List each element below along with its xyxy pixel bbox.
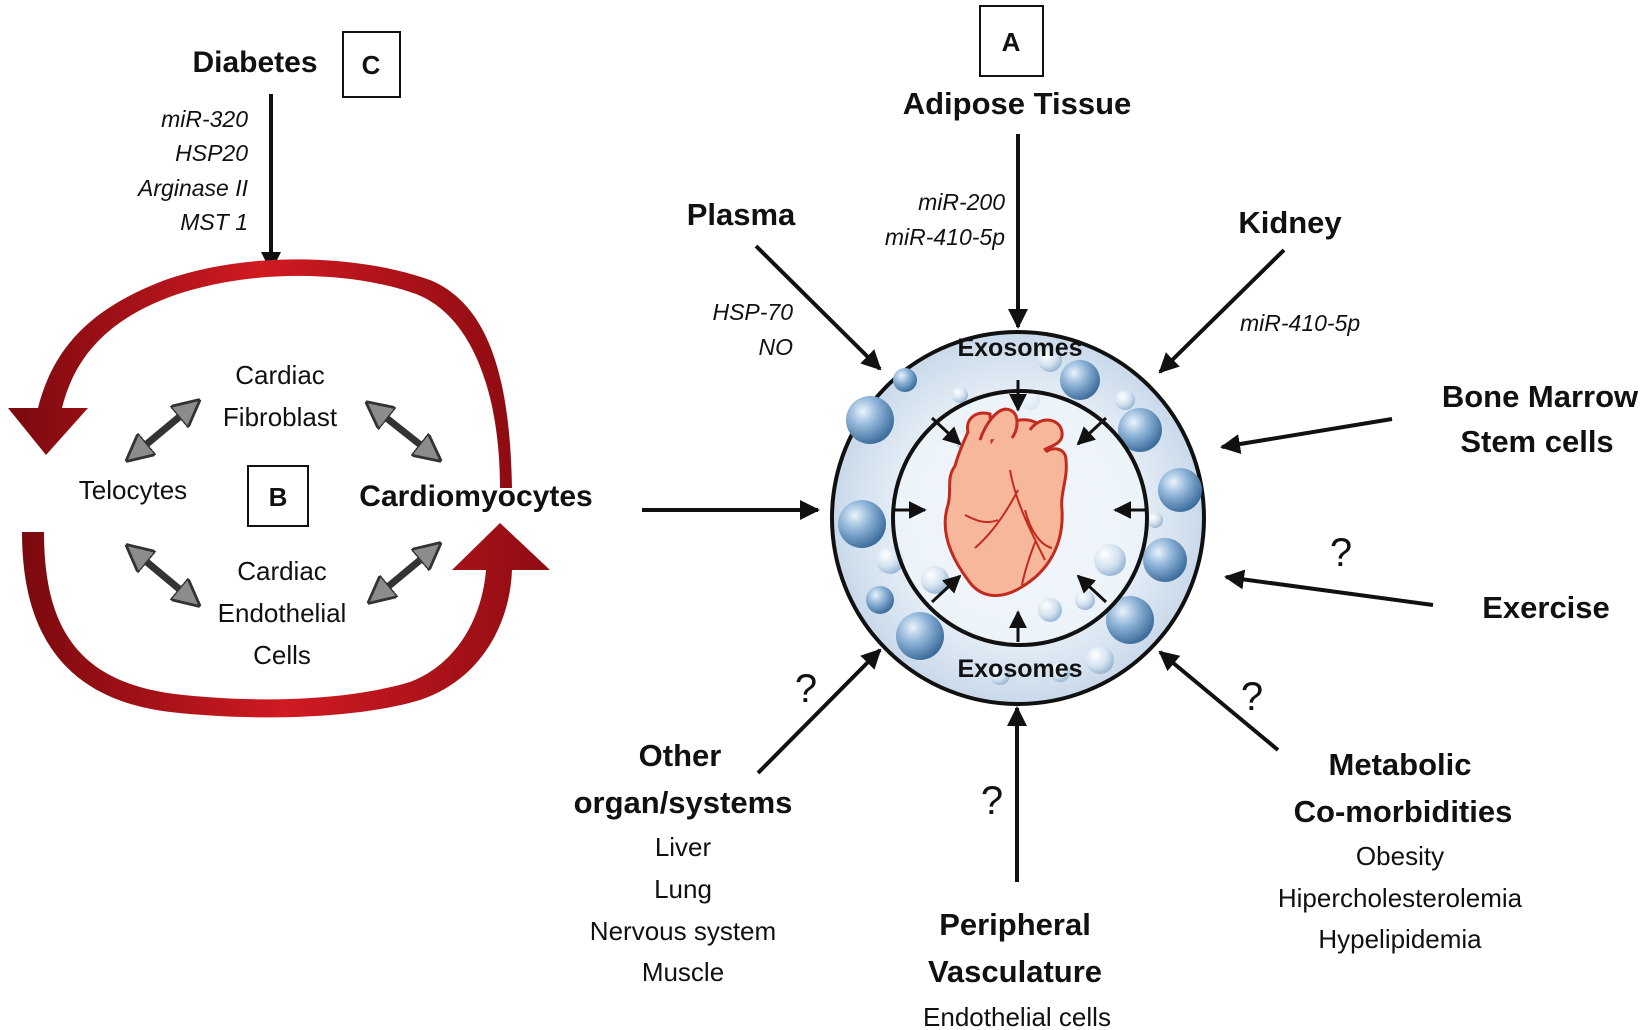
plasma-factor: HSP-70 <box>712 299 793 325</box>
endothelial-label: Endothelial <box>218 598 347 628</box>
exercise-label: Exercise <box>1482 590 1610 625</box>
exosomes-top-label: Exosomes <box>957 334 1082 362</box>
fibroblast-label: Fibroblast <box>223 402 338 432</box>
cardiomyocytes-label: Cardiomyocytes <box>359 480 592 513</box>
exosome-vesicles <box>838 348 1202 685</box>
diabetes-factor: MST 1 <box>180 209 248 235</box>
diabetes-factor: Arginase II <box>136 175 249 201</box>
metabolic-question-mark: ? <box>1241 675 1263 719</box>
adipose-tissue-label: Adipose Tissue <box>903 86 1132 121</box>
other-systems-item: Muscle <box>642 957 724 987</box>
panel-c-label: C <box>362 50 381 80</box>
metabolic-item: Obesity <box>1356 841 1444 871</box>
peripheral-question-mark: ? <box>981 779 1003 823</box>
exosomes-bottom-label: Exosomes <box>957 655 1082 683</box>
inner-arrows <box>892 380 1148 642</box>
exercise-arrow <box>1224 569 1434 607</box>
exercise-question-mark: ? <box>1330 531 1352 575</box>
diabetes-factor: HSP20 <box>175 140 248 166</box>
double-arrow-fibroblast-cardiomyocytes <box>370 405 437 458</box>
panel-a-box <box>979 5 1044 77</box>
peripheral-label: Vasculature <box>928 954 1102 989</box>
kidney-arrow <box>1158 248 1286 374</box>
diabetes-label: Diabetes <box>192 46 317 79</box>
red-cycle-arrow-bottom <box>22 523 550 718</box>
plasma-arrow <box>754 244 882 371</box>
metabolic-item: Hypelipidemia <box>1318 924 1482 954</box>
other-systems-item: Lung <box>654 874 712 904</box>
metabolic-arrow <box>1158 650 1280 752</box>
endothelial-label: Cardiac <box>237 556 327 586</box>
double-arrow-telocytes-endothelial <box>130 548 196 603</box>
panel-c-box <box>342 31 401 98</box>
metabolic-label: Metabolic <box>1329 747 1472 782</box>
telocytes-label: Telocytes <box>79 475 187 505</box>
double-arrow-endothelial-cardiomyocytes <box>372 546 437 600</box>
peripheral-label: Peripheral <box>939 907 1091 942</box>
bone-marrow-arrow <box>1220 417 1393 454</box>
other-systems-item: Nervous system <box>590 916 776 946</box>
heart-illustration <box>943 407 1068 598</box>
double-arrow-telocytes-fibroblast <box>130 403 196 458</box>
diabetes-factor: miR-320 <box>161 106 248 132</box>
plasma-label: Plasma <box>687 197 796 232</box>
metabolic-item: Hipercholesterolemia <box>1278 883 1523 913</box>
other-systems-label: Other <box>639 738 722 773</box>
fibroblast-label: Cardiac <box>235 360 325 390</box>
panel-b-label: B <box>269 482 288 512</box>
metabolic-label: Co-morbidities <box>1294 794 1513 829</box>
other-systems-arrow <box>756 648 882 775</box>
kidney-factor: miR-410-5p <box>1240 310 1360 336</box>
other-systems-item: Liver <box>655 832 712 862</box>
peripheral-item: Endothelial cells <box>923 1002 1111 1030</box>
other-systems-label: organ/systems <box>574 785 793 820</box>
other-question-mark: ? <box>795 667 817 711</box>
kidney-label: Kidney <box>1238 205 1342 240</box>
bone-marrow-label: Bone Marrow <box>1442 379 1639 414</box>
panel-a-label: A <box>1002 27 1021 57</box>
adipose-factor: miR-200 <box>918 189 1005 215</box>
bone-marrow-label: Stem cells <box>1460 424 1613 459</box>
endothelial-label: Cells <box>253 640 311 670</box>
panel-b-box <box>247 465 309 527</box>
adipose-factor: miR-410-5p <box>885 224 1005 250</box>
plasma-factor: NO <box>759 334 794 360</box>
